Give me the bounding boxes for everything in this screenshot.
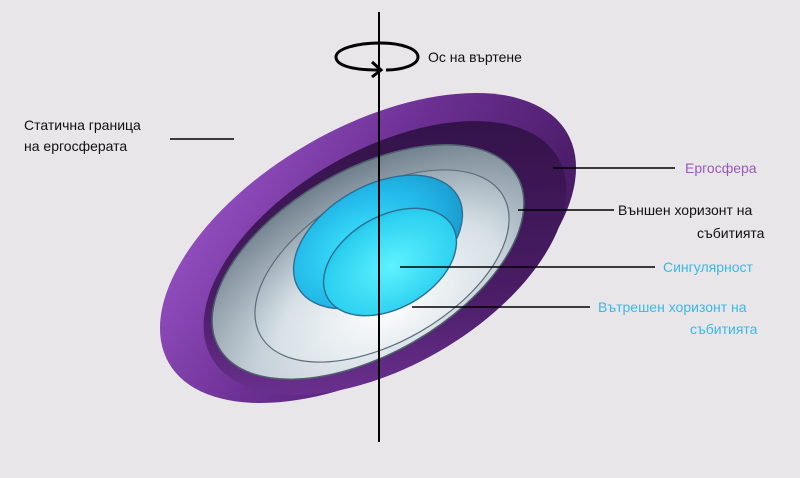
outer-horizon-label-line2: събитията <box>697 225 765 241</box>
outer-horizon-label-line1: Външен хоризонт на <box>618 202 753 218</box>
rotation-axis-label: Ос на въртене <box>428 49 522 65</box>
static-limit-label-line1: Статична граница <box>24 117 141 133</box>
rotation-arrow-icon <box>334 41 420 79</box>
singularity-label: Сингулярност <box>663 259 754 275</box>
inner-horizon-label-line2: събитията <box>690 321 758 337</box>
inner-horizon-shape <box>292 174 464 317</box>
ergosphere-label: Ергосфера <box>685 160 757 176</box>
static-limit-label-line2: на ергосферата <box>24 138 127 154</box>
inner-horizon-label-line1: Вътрешен хоризонт на <box>598 299 747 315</box>
